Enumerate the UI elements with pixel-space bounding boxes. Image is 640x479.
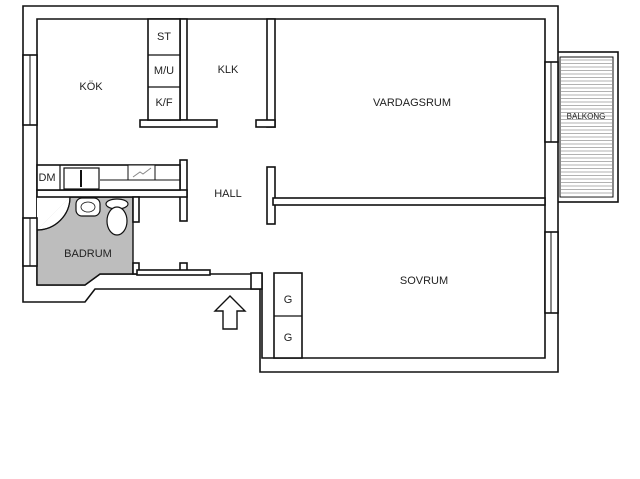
toilet-icon [105, 198, 129, 236]
bedroom-label: SOVRUM [400, 275, 448, 287]
dishwasher-label: DM [38, 172, 55, 184]
hall-label: HALL [214, 188, 242, 200]
living-room-label: VARDAGSRUM [373, 97, 451, 109]
microwave-label: M/U [154, 65, 174, 77]
wardrobe-label: G [284, 294, 293, 306]
bathroom-label: BADRUM [64, 248, 112, 260]
entrance-arrow-icon [213, 295, 247, 330]
closet-label: KLK [218, 64, 239, 76]
dishwasher-icon [132, 167, 152, 178]
kitchen-counter [36, 164, 181, 191]
wardrobes [273, 272, 303, 359]
stove-label: ST [157, 31, 171, 43]
fridge-label: K/F [155, 97, 172, 109]
balcony-label: BALKONG [567, 112, 606, 121]
windows [22, 54, 559, 314]
balcony [555, 51, 619, 203]
wardrobe-label: G [284, 332, 293, 344]
balcony-hatching [561, 59, 612, 197]
kitchen-appliances [147, 18, 181, 121]
washbasin-icon [75, 197, 101, 217]
kitchen-label: KÖK [79, 81, 103, 93]
